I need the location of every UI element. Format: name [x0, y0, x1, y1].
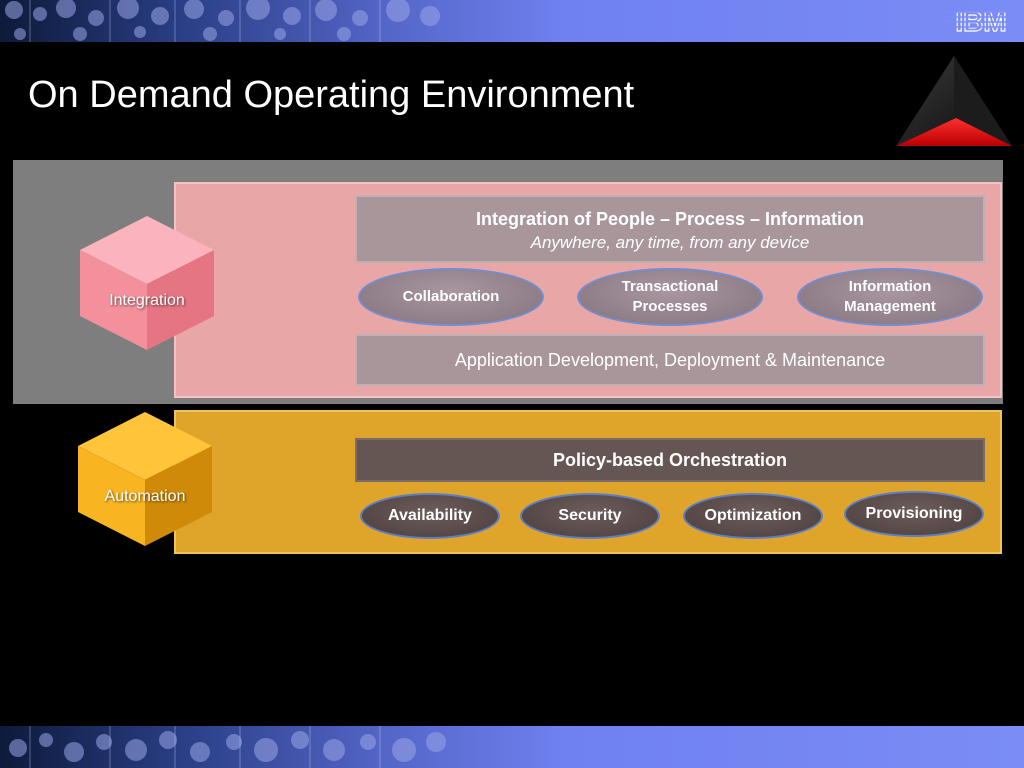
- collaboration-pill: Collaboration: [358, 268, 544, 326]
- integration-header-subtitle: Anywhere, any time, from any device: [530, 233, 810, 252]
- collaboration-pill-label: Collaboration: [402, 288, 500, 305]
- security-pill: Security: [520, 493, 660, 539]
- availability-pill: Availability: [360, 493, 500, 539]
- provisioning-pill: Provisioning: [844, 491, 984, 537]
- information-management-pill: Information Management: [797, 268, 983, 326]
- provisioning-pill-label: Provisioning: [865, 505, 963, 522]
- bottom-banner: [0, 726, 1024, 768]
- decorative-dots-icon: [5, 0, 440, 42]
- policy-orchestration-box: Policy-based Orchestration: [355, 438, 985, 482]
- app-dev-box: Application Development, Deployment & Ma…: [355, 334, 985, 386]
- integration-header-box: Integration of People – Process – Inform…: [355, 195, 985, 263]
- security-pill-label: Security: [558, 507, 622, 524]
- top-banner: IBM: [0, 0, 1024, 42]
- integration-cube-icon: [80, 216, 214, 350]
- optimization-pill: Optimization: [683, 493, 823, 539]
- transactional-processes-pill-label: Transactional Processes: [621, 278, 719, 315]
- pyramid-icon: [896, 56, 1012, 146]
- decorative-dots-icon: [9, 726, 446, 768]
- integration-header-title: Integration of People – Process – Inform…: [475, 209, 865, 229]
- availability-pill-label: Availability: [388, 507, 472, 524]
- automation-cube-label: Automation: [104, 488, 186, 505]
- information-management-pill-label: Information Management: [844, 278, 936, 315]
- optimization-pill-label: Optimization: [704, 507, 802, 524]
- automation-cube-icon: [78, 412, 212, 546]
- transactional-processes-pill: Transactional Processes: [577, 268, 763, 326]
- ibm-logo-icon: IBM: [946, 5, 1016, 38]
- slide-title: On Demand Operating Environment: [28, 74, 635, 116]
- integration-cube-label: Integration: [109, 292, 185, 309]
